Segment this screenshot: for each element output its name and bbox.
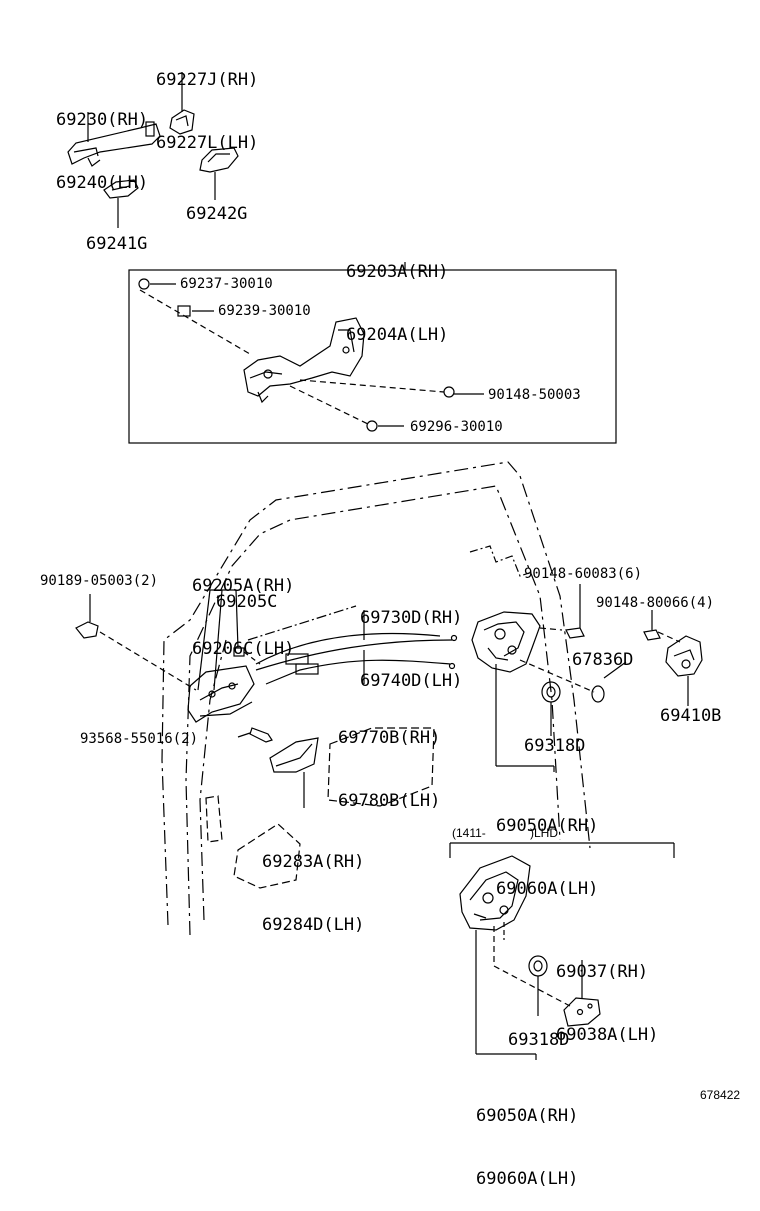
part-number-lh: 69060A(LH): [496, 879, 599, 899]
pad-69241-part: [103, 179, 139, 199]
bolt-69296-part: [366, 420, 404, 432]
part-number-rh: 69730D(RH): [360, 608, 463, 628]
seal-69318-bottom: [528, 955, 548, 977]
diagram-reference-code: 678422: [700, 1088, 741, 1102]
striker-69410-part: [665, 635, 703, 677]
part-label-90148-80066: 90148-80066(4): [596, 595, 715, 611]
part-label-69050-top: 69050A(RH) 69060A(LH): [496, 774, 598, 921]
part-label-69242: 69242G: [186, 204, 248, 224]
part-number-rh: 69050A(RH): [476, 1106, 579, 1126]
part-number-lh: 69204A(LH): [346, 325, 449, 345]
part-label-69318-bottom: 69318D: [508, 1030, 570, 1050]
part-label-69227: 69227J(RH) 69227L(LH): [156, 28, 258, 175]
part-label-69318-top: 69318D: [524, 736, 586, 756]
screw-90148-60083-part: [565, 627, 585, 639]
clip-90189-part: [75, 621, 99, 639]
part-label-69205a: 69205A(RH) 69206C(LH): [192, 534, 294, 681]
bracket-69037-part: [563, 997, 601, 1027]
part-label-69730: 69730D(RH) 69740D(LH): [360, 566, 462, 713]
part-number-rh: 69230(RH): [56, 110, 149, 130]
part-number-rh: 69770B(RH): [338, 728, 441, 748]
door-lock-part-top: [471, 611, 541, 673]
part-label-69239: 69239-30010: [218, 303, 311, 319]
outside-handle-part: [67, 121, 161, 167]
part-label-69230: 69230(RH) 69240(LH): [56, 68, 148, 215]
handle-cap-part: [169, 109, 195, 135]
part-number-lh: 69060A(LH): [476, 1169, 579, 1189]
screw-69237-part: [138, 278, 176, 290]
part-label-69205c: 69205C: [216, 592, 278, 612]
part-number-lh: 69284D(LH): [262, 915, 365, 935]
cable-69730-part: [255, 632, 458, 685]
inside-handle-part: [187, 665, 255, 723]
part-label-93568: 93568-55016(2): [80, 731, 199, 747]
door-lock-part-bottom: [459, 855, 531, 931]
bolt-90148-50003-part: [443, 386, 484, 398]
part-label-90148-50003: 90148-50003: [488, 387, 581, 403]
part-label-69241: 69241G: [86, 234, 148, 254]
handle-frame-part: [243, 317, 365, 404]
trim-cover-69283-part: [269, 737, 319, 773]
part-number-lh: 69240(LH): [56, 173, 149, 193]
part-label-69410: 69410B: [660, 706, 722, 726]
screw-90148-80066-part: [643, 629, 661, 641]
part-number-rh: 69037(RH): [556, 962, 649, 982]
door-openings: [205, 727, 435, 889]
part-label-69203: 69203A(RH) 69204A(LH): [346, 220, 448, 367]
part-label-90189: 90189-05003(2): [40, 573, 159, 589]
screw-93568-part: [249, 727, 273, 743]
part-number-lh: 69740D(LH): [360, 671, 463, 691]
part-number-lh: 69206C(LH): [192, 639, 295, 659]
part-number-lh: 69227L(LH): [156, 133, 259, 153]
part-label-69283: 69283A(RH) 69284D(LH): [262, 810, 364, 957]
pad-69242-part: [199, 147, 239, 173]
parts-diagram: [67, 72, 703, 1060]
part-label-90148-60083: 90148-60083(6): [524, 566, 643, 582]
part-number-rh: 69203A(RH): [346, 262, 449, 282]
variant-range-end: )LHD: [530, 826, 559, 840]
variant-range-start: (1411-: [452, 826, 486, 840]
part-label-69050-bottom: 69050A(RH) 69060A(LH): [476, 1064, 578, 1211]
part-number-rh: 69283A(RH): [262, 852, 365, 872]
part-label-69296: 69296-30010: [410, 419, 503, 435]
part-label-67836: 67836D: [572, 650, 634, 670]
part-number-rh: 69050A(RH): [496, 816, 599, 836]
part-number-lh: 69780B(LH): [338, 791, 441, 811]
part-number-lh: 69038A(LH): [556, 1025, 659, 1045]
part-label-69770: 69770B(RH) 69780B(LH): [338, 686, 440, 833]
part-label-69037: 69037(RH) 69038A(LH): [556, 920, 658, 1067]
part-number-rh: 69227J(RH): [156, 70, 259, 90]
part-label-69237: 69237-30010: [180, 276, 273, 292]
clip-69239-part: [177, 305, 214, 317]
part-number-rh: 69205A(RH): [192, 576, 295, 596]
handle-frame-box: [128, 269, 617, 444]
grommet-67836-part: [591, 685, 605, 703]
